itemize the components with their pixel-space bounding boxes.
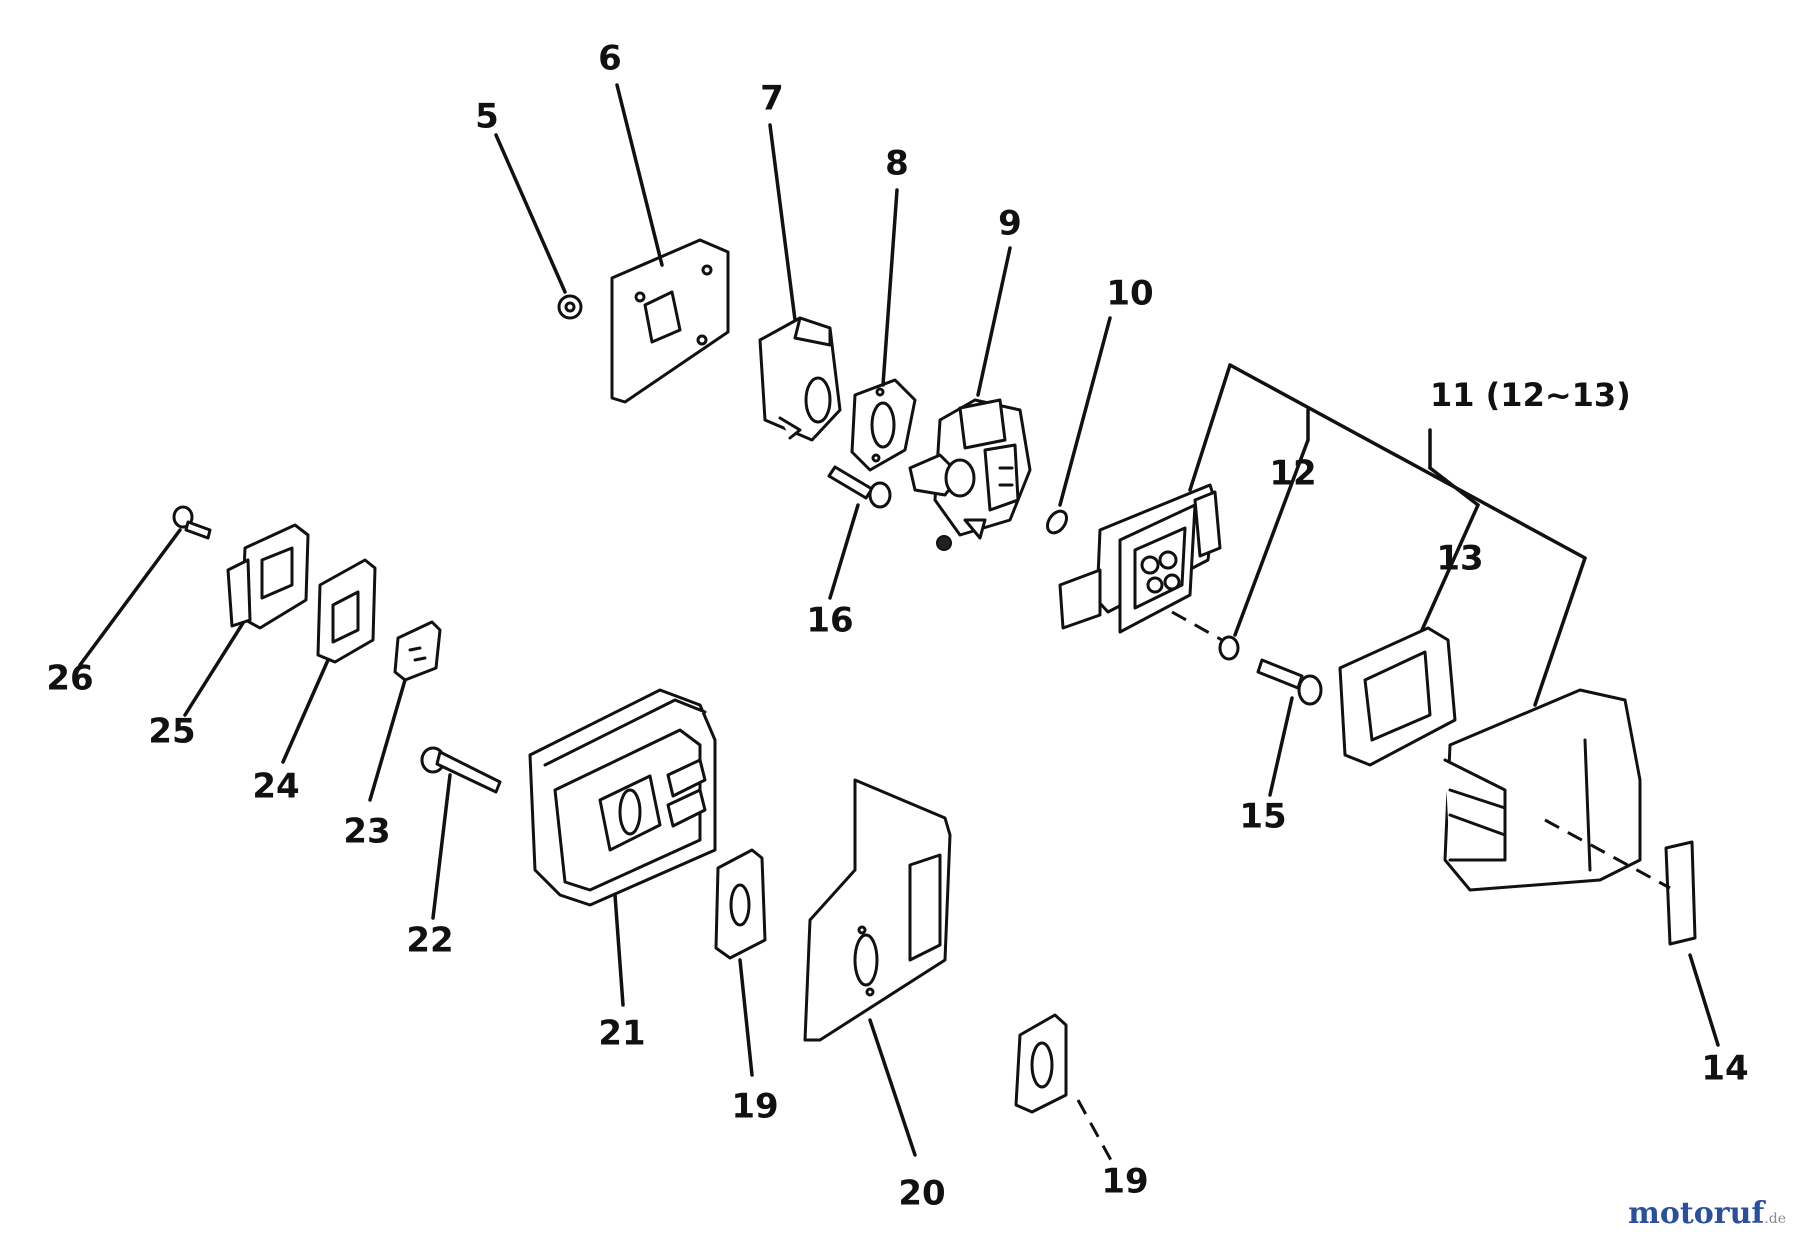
callout-14: 14 bbox=[1701, 1049, 1748, 1089]
part-15-bolt bbox=[1256, 658, 1323, 706]
leader-8 bbox=[881, 188, 899, 387]
leader-21 bbox=[613, 893, 625, 1007]
leader-14-dashed bbox=[1544, 818, 1671, 890]
leader-11e bbox=[1428, 466, 1480, 507]
leader-7 bbox=[768, 123, 797, 322]
part-22-bolt bbox=[420, 746, 502, 794]
leader-12 bbox=[1233, 438, 1310, 637]
leader-14 bbox=[1688, 953, 1720, 1047]
part-23-plate bbox=[393, 620, 442, 682]
callout-25: 25 bbox=[148, 712, 195, 752]
leader-22 bbox=[431, 773, 452, 920]
watermark-logo: motoruf.de bbox=[1628, 1196, 1786, 1231]
part-11-air-cleaner-base bbox=[1058, 483, 1222, 634]
callout-12: 12 bbox=[1269, 454, 1316, 494]
part-10-o-ring bbox=[1045, 509, 1069, 535]
callout-19b: 19 bbox=[1101, 1162, 1148, 1202]
leader-19b bbox=[1076, 1099, 1114, 1163]
leader-6 bbox=[615, 83, 664, 267]
callout-8: 8 bbox=[885, 144, 909, 184]
part-12-ring bbox=[1218, 635, 1240, 661]
part-7-spacer-block bbox=[758, 316, 842, 442]
callout-13: 13 bbox=[1436, 539, 1483, 579]
leader-24 bbox=[281, 658, 330, 764]
leader-25 bbox=[183, 621, 245, 717]
leader-16 bbox=[828, 503, 860, 600]
part-14-label bbox=[1664, 840, 1697, 946]
leader-20 bbox=[868, 1018, 917, 1157]
leader-26 bbox=[78, 528, 182, 667]
part-8-gasket bbox=[850, 378, 917, 472]
leader-11a bbox=[1188, 363, 1232, 492]
leader-12-dashed bbox=[1171, 610, 1223, 642]
leader-5 bbox=[494, 133, 567, 294]
part-6-insulator-plate bbox=[610, 238, 730, 404]
callout-6: 6 bbox=[598, 39, 622, 79]
leader-13 bbox=[1420, 503, 1480, 632]
part-19b-gasket bbox=[1014, 1013, 1068, 1114]
part-9-carburetor bbox=[908, 398, 1032, 551]
leader-9 bbox=[976, 246, 1012, 397]
callout-5: 5 bbox=[475, 97, 499, 137]
callout-19a: 19 bbox=[731, 1087, 778, 1127]
callout-9: 9 bbox=[998, 204, 1022, 244]
watermark-main: motoruf bbox=[1628, 1196, 1765, 1231]
callout-23: 23 bbox=[343, 812, 390, 852]
callout-16: 16 bbox=[806, 601, 853, 641]
part-26-bolt bbox=[172, 505, 212, 540]
part-21-muffler bbox=[528, 688, 717, 907]
leader-lines bbox=[78, 83, 1720, 1163]
callout-24: 24 bbox=[252, 767, 299, 807]
part-5-nut bbox=[557, 294, 583, 320]
callout-26: 26 bbox=[46, 659, 93, 699]
watermark-tld: .de bbox=[1764, 1211, 1786, 1227]
callout-labels: 5 6 7 8 9 10 11 (12~13) 12 13 14 15 16 1… bbox=[46, 39, 1748, 1214]
part-20-heat-shield bbox=[803, 778, 952, 1042]
callout-22: 22 bbox=[406, 921, 453, 961]
part-24-gasket bbox=[316, 558, 377, 664]
leader-19a bbox=[738, 958, 754, 1077]
air-cleaner-cover bbox=[1443, 688, 1642, 892]
leader-23 bbox=[368, 678, 407, 802]
callout-15: 15 bbox=[1239, 797, 1286, 837]
callout-20: 20 bbox=[898, 1174, 945, 1214]
leader-10 bbox=[1058, 316, 1112, 507]
callout-10: 10 bbox=[1106, 274, 1153, 314]
part-19a-gasket bbox=[714, 848, 767, 960]
callout-11: 11 (12~13) bbox=[1430, 376, 1631, 414]
part-25-muffler-cover bbox=[226, 523, 310, 630]
leader-11c bbox=[1533, 556, 1587, 707]
callout-7: 7 bbox=[760, 79, 784, 119]
part-16-bolt bbox=[827, 465, 892, 509]
part-13-air-filter bbox=[1338, 626, 1457, 767]
leader-15 bbox=[1268, 696, 1294, 797]
leader-11b bbox=[1228, 363, 1587, 560]
callout-21: 21 bbox=[598, 1014, 645, 1054]
